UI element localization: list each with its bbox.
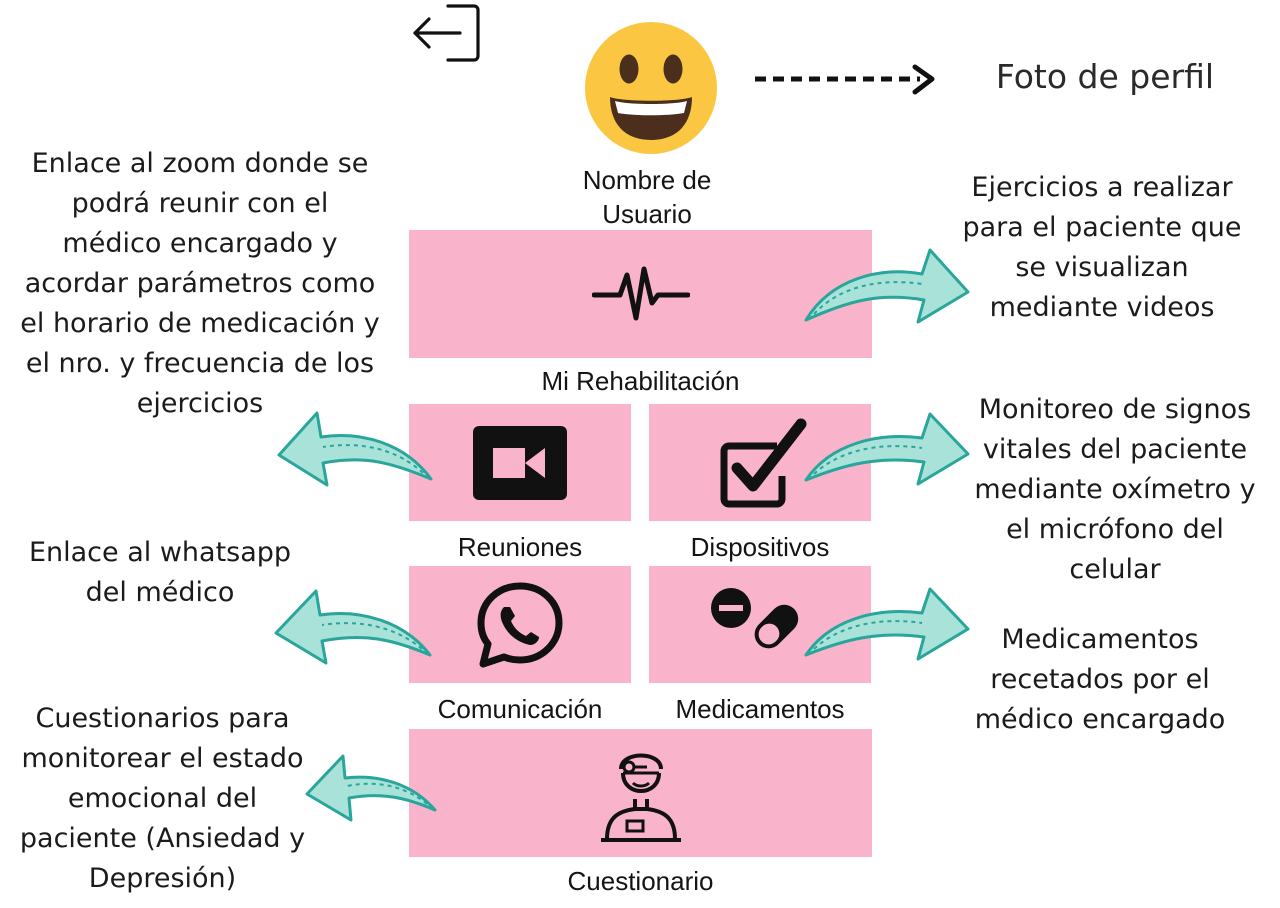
whatsapp-icon [477, 582, 563, 668]
whatsapp-note: Enlace al whatsapp del médico [28, 537, 292, 608]
meetings-label: Reuniones [457, 532, 583, 562]
curved-arrow-zoom [277, 411, 433, 487]
meds-note: Medicamentos recetados por el médico enc… [974, 624, 1226, 735]
zoom-note: Enlace al zoom donde se podrá reunir con… [20, 148, 380, 419]
curved-arrow-meds [804, 587, 970, 661]
username-label: Nombre de Usuario [582, 165, 712, 229]
communication-tile[interactable] [409, 566, 631, 683]
logout-icon[interactable] [410, 2, 480, 64]
devices-label: Dispositivos [690, 532, 830, 562]
questionnaire-tile[interactable] [409, 729, 872, 857]
questionnaires-note: Cuestionarios para monitorear el estado … [19, 703, 306, 894]
medications-tile[interactable] [649, 566, 871, 683]
dotted-arrow [755, 64, 935, 95]
profile-photo-note: Foto de perfil [995, 57, 1215, 96]
meetings-tile[interactable] [409, 404, 631, 521]
curved-arrow-whatsapp [274, 589, 432, 665]
vitals-note: Monitoreo de signos vitales del paciente… [974, 394, 1256, 585]
curved-arrow-vitals [804, 412, 970, 486]
exercises-note: Ejercicios a realizar para el paciente q… [962, 172, 1242, 323]
questionnaire-label: Cuestionario [567, 866, 714, 896]
curved-arrow-exercises [804, 248, 970, 324]
grinning-face-icon[interactable] [583, 21, 719, 155]
rehab-label: Mi Rehabilitación [541, 366, 740, 396]
rehab-tile[interactable] [409, 230, 872, 358]
communication-label: Comunicación [437, 694, 603, 724]
doctor-icon [601, 753, 681, 842]
curved-arrow-questionnaires [305, 754, 437, 822]
video-camera-icon [473, 426, 567, 500]
checkbox-icon [720, 418, 807, 508]
medications-label: Medicamentos [675, 694, 845, 724]
pills-icon [711, 588, 799, 649]
heartbeat-icon [592, 266, 690, 321]
